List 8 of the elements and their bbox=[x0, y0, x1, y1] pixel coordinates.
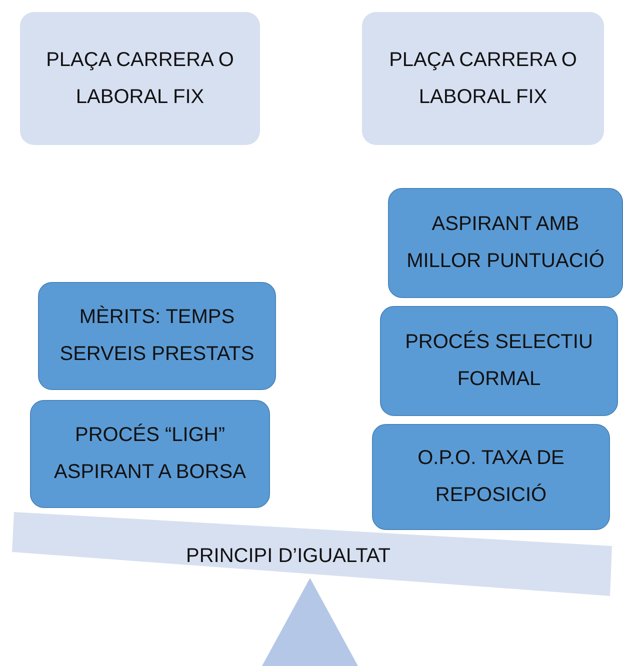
beam-label: PRINCIPI D’IGUALTAT bbox=[186, 545, 390, 568]
criterion-box: MÈRITS: TEMPS SERVEIS PRESTATS bbox=[38, 282, 276, 390]
position-box: PLAÇA CARRERA O LABORAL FIX bbox=[362, 12, 604, 145]
criterion-box: PROCÉS SELECTIU FORMAL bbox=[380, 306, 618, 416]
position-box: PLAÇA CARRERA O LABORAL FIX bbox=[20, 12, 260, 145]
criterion-box: PROCÉS “LIGH” ASPIRANT A BORSA bbox=[30, 400, 270, 508]
criterion-box: O.P.O. TAXA DE REPOSICIÓ bbox=[372, 424, 610, 530]
criterion-box: ASPIRANT AMB MILLOR PUNTUACIÓ bbox=[388, 188, 623, 298]
